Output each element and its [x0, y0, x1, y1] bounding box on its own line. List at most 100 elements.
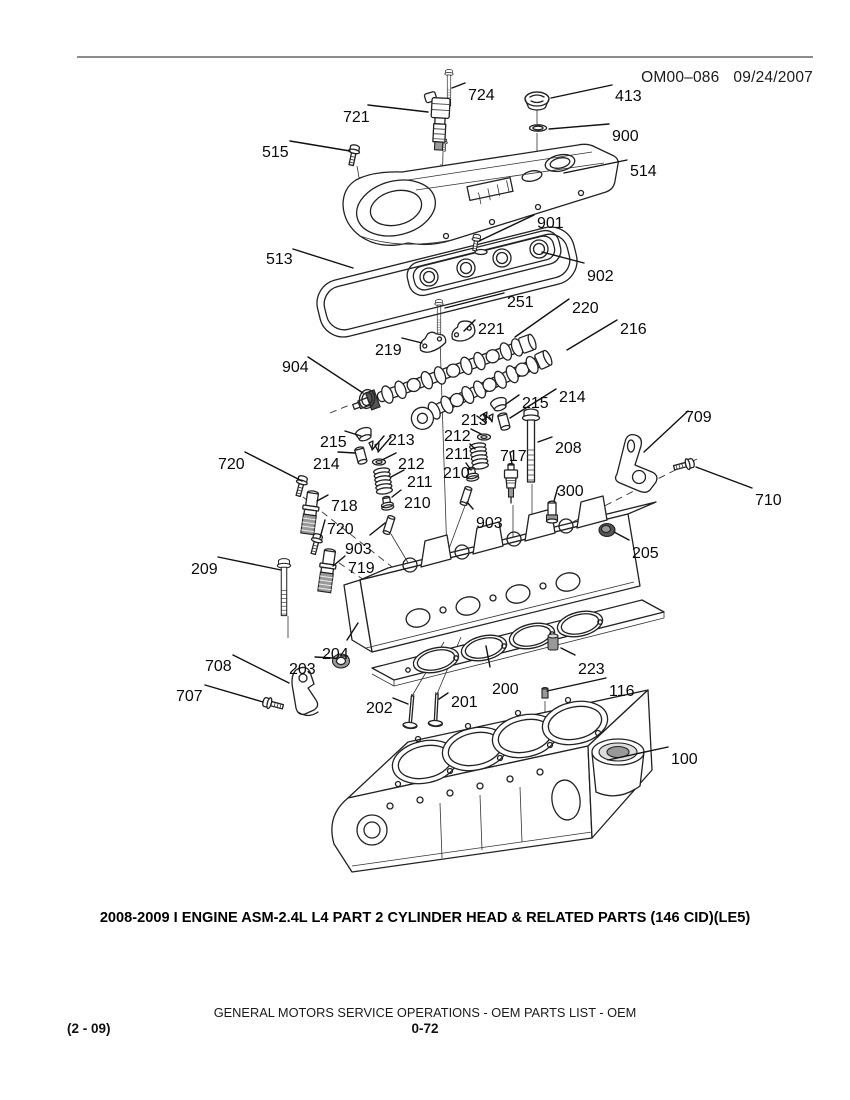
leader-line-212 — [470, 428, 482, 435]
leader-line-211 — [469, 443, 476, 450]
spring-211-left-art — [372, 466, 394, 496]
leader-line-515 — [289, 140, 351, 152]
guide-903-right-art — [459, 485, 473, 507]
valve-cover-art — [342, 143, 619, 246]
callout-718: 718 — [331, 498, 358, 515]
footer-edition: (2 - 09) — [67, 1021, 111, 1036]
bracket-709-art — [614, 434, 658, 493]
leader-line-710 — [695, 466, 753, 489]
leader-line-205 — [613, 531, 630, 541]
callout-903: 903 — [345, 541, 372, 558]
camshaft-220-art — [352, 333, 537, 411]
leader-line-709 — [643, 410, 689, 453]
leader-line-220 — [514, 298, 570, 338]
leader-line-215 — [505, 394, 520, 405]
callout-251: 251 — [507, 294, 534, 311]
leader-line-724 — [451, 82, 466, 89]
leader-line-200 — [485, 645, 491, 668]
callout-413: 413 — [615, 88, 642, 105]
spark-plug-717-art — [503, 463, 519, 504]
leader-line-721 — [367, 104, 429, 113]
callout-201: 201 — [451, 694, 478, 711]
seal-210-left-art — [379, 494, 395, 512]
leader-line-719 — [332, 555, 346, 567]
leader-line-201 — [438, 692, 449, 700]
callout-709: 709 — [685, 409, 712, 426]
doc-code: OM00–086 — [641, 69, 720, 86]
leader-line-221 — [463, 319, 476, 332]
footer-page-number: 0-72 — [411, 1021, 439, 1036]
callout-707: 707 — [176, 688, 203, 705]
plug-205-art — [598, 522, 616, 538]
bolt-515-art — [345, 143, 362, 167]
doc-date: 09/24/2007 — [733, 69, 813, 86]
bolt-720-lower-art — [307, 531, 325, 556]
callout-205: 205 — [632, 545, 659, 562]
callout-213: 213 — [461, 412, 488, 429]
bolt-251-art — [434, 299, 444, 337]
callout-212: 212 — [444, 428, 471, 445]
washer-212-right-art — [476, 433, 492, 441]
callout-721: 721 — [343, 109, 370, 126]
stud-300-art — [545, 500, 559, 524]
leader-line-203 — [314, 656, 334, 659]
leader-line-216 — [566, 319, 618, 351]
leader-line-100 — [607, 746, 669, 761]
seal-904-art — [358, 388, 376, 410]
callout-202: 202 — [366, 700, 393, 717]
leader-line-214 — [509, 388, 557, 419]
callout-720: 720 — [327, 521, 354, 538]
callout-514: 514 — [630, 163, 657, 180]
leader-line-213 — [476, 415, 487, 424]
seal-901-art — [474, 248, 488, 256]
leader-line-717 — [509, 451, 513, 465]
callout-219: 219 — [375, 342, 402, 359]
callout-214: 214 — [559, 389, 586, 406]
head-bolt-208-art — [521, 408, 541, 483]
leader-line-212 — [381, 452, 397, 461]
keys-213-left-art — [368, 440, 380, 452]
leader-line-514 — [563, 159, 628, 174]
bolt-710-art — [672, 456, 697, 474]
leader-line-210 — [391, 489, 402, 498]
callout-200: 200 — [492, 681, 519, 698]
leader-line-251 — [444, 292, 505, 309]
leader-line-213 — [371, 435, 385, 451]
leader-line-902 — [541, 251, 585, 264]
leader-line-413 — [550, 84, 613, 99]
leader-line-116 — [546, 677, 607, 692]
callout-210: 210 — [443, 465, 470, 482]
leader-line-300 — [553, 486, 559, 502]
callout-213: 213 — [388, 432, 415, 449]
ignition-coil-721-art — [423, 91, 451, 151]
callout-900: 900 — [612, 128, 639, 145]
callout-203: 203 — [289, 661, 316, 678]
leader-line-708 — [232, 654, 290, 684]
leader-line-215 — [344, 430, 362, 437]
exploded-parts-diagram: 7247214139005155149015139022512202212162… — [176, 69, 782, 873]
leader-line-903 — [466, 501, 474, 510]
callout-209: 209 — [191, 561, 218, 578]
engine-block-art — [331, 689, 653, 873]
oil-valve-718-art — [298, 489, 322, 536]
bracket-708-art — [291, 666, 319, 717]
callout-513: 513 — [266, 251, 293, 268]
leader-line-903 — [369, 522, 386, 536]
callout-708: 708 — [205, 658, 232, 675]
doc-header: OM00–086 09/24/2007 — [0, 69, 813, 87]
leader-line-718 — [316, 494, 329, 502]
callout-719: 719 — [348, 560, 375, 577]
bolt-707-art — [260, 695, 285, 713]
callout-901: 901 — [537, 215, 564, 232]
leader-line-223 — [560, 647, 576, 656]
camshaft-216-art — [410, 349, 553, 430]
callout-720: 720 — [218, 456, 245, 473]
callout-221: 221 — [478, 321, 505, 338]
leader-line-900 — [548, 123, 610, 130]
callout-902: 902 — [587, 268, 614, 285]
callout-208: 208 — [555, 440, 582, 457]
callout-211: 211 — [445, 446, 471, 463]
callout-211: 211 — [407, 474, 433, 491]
callout-215: 215 — [522, 395, 549, 412]
